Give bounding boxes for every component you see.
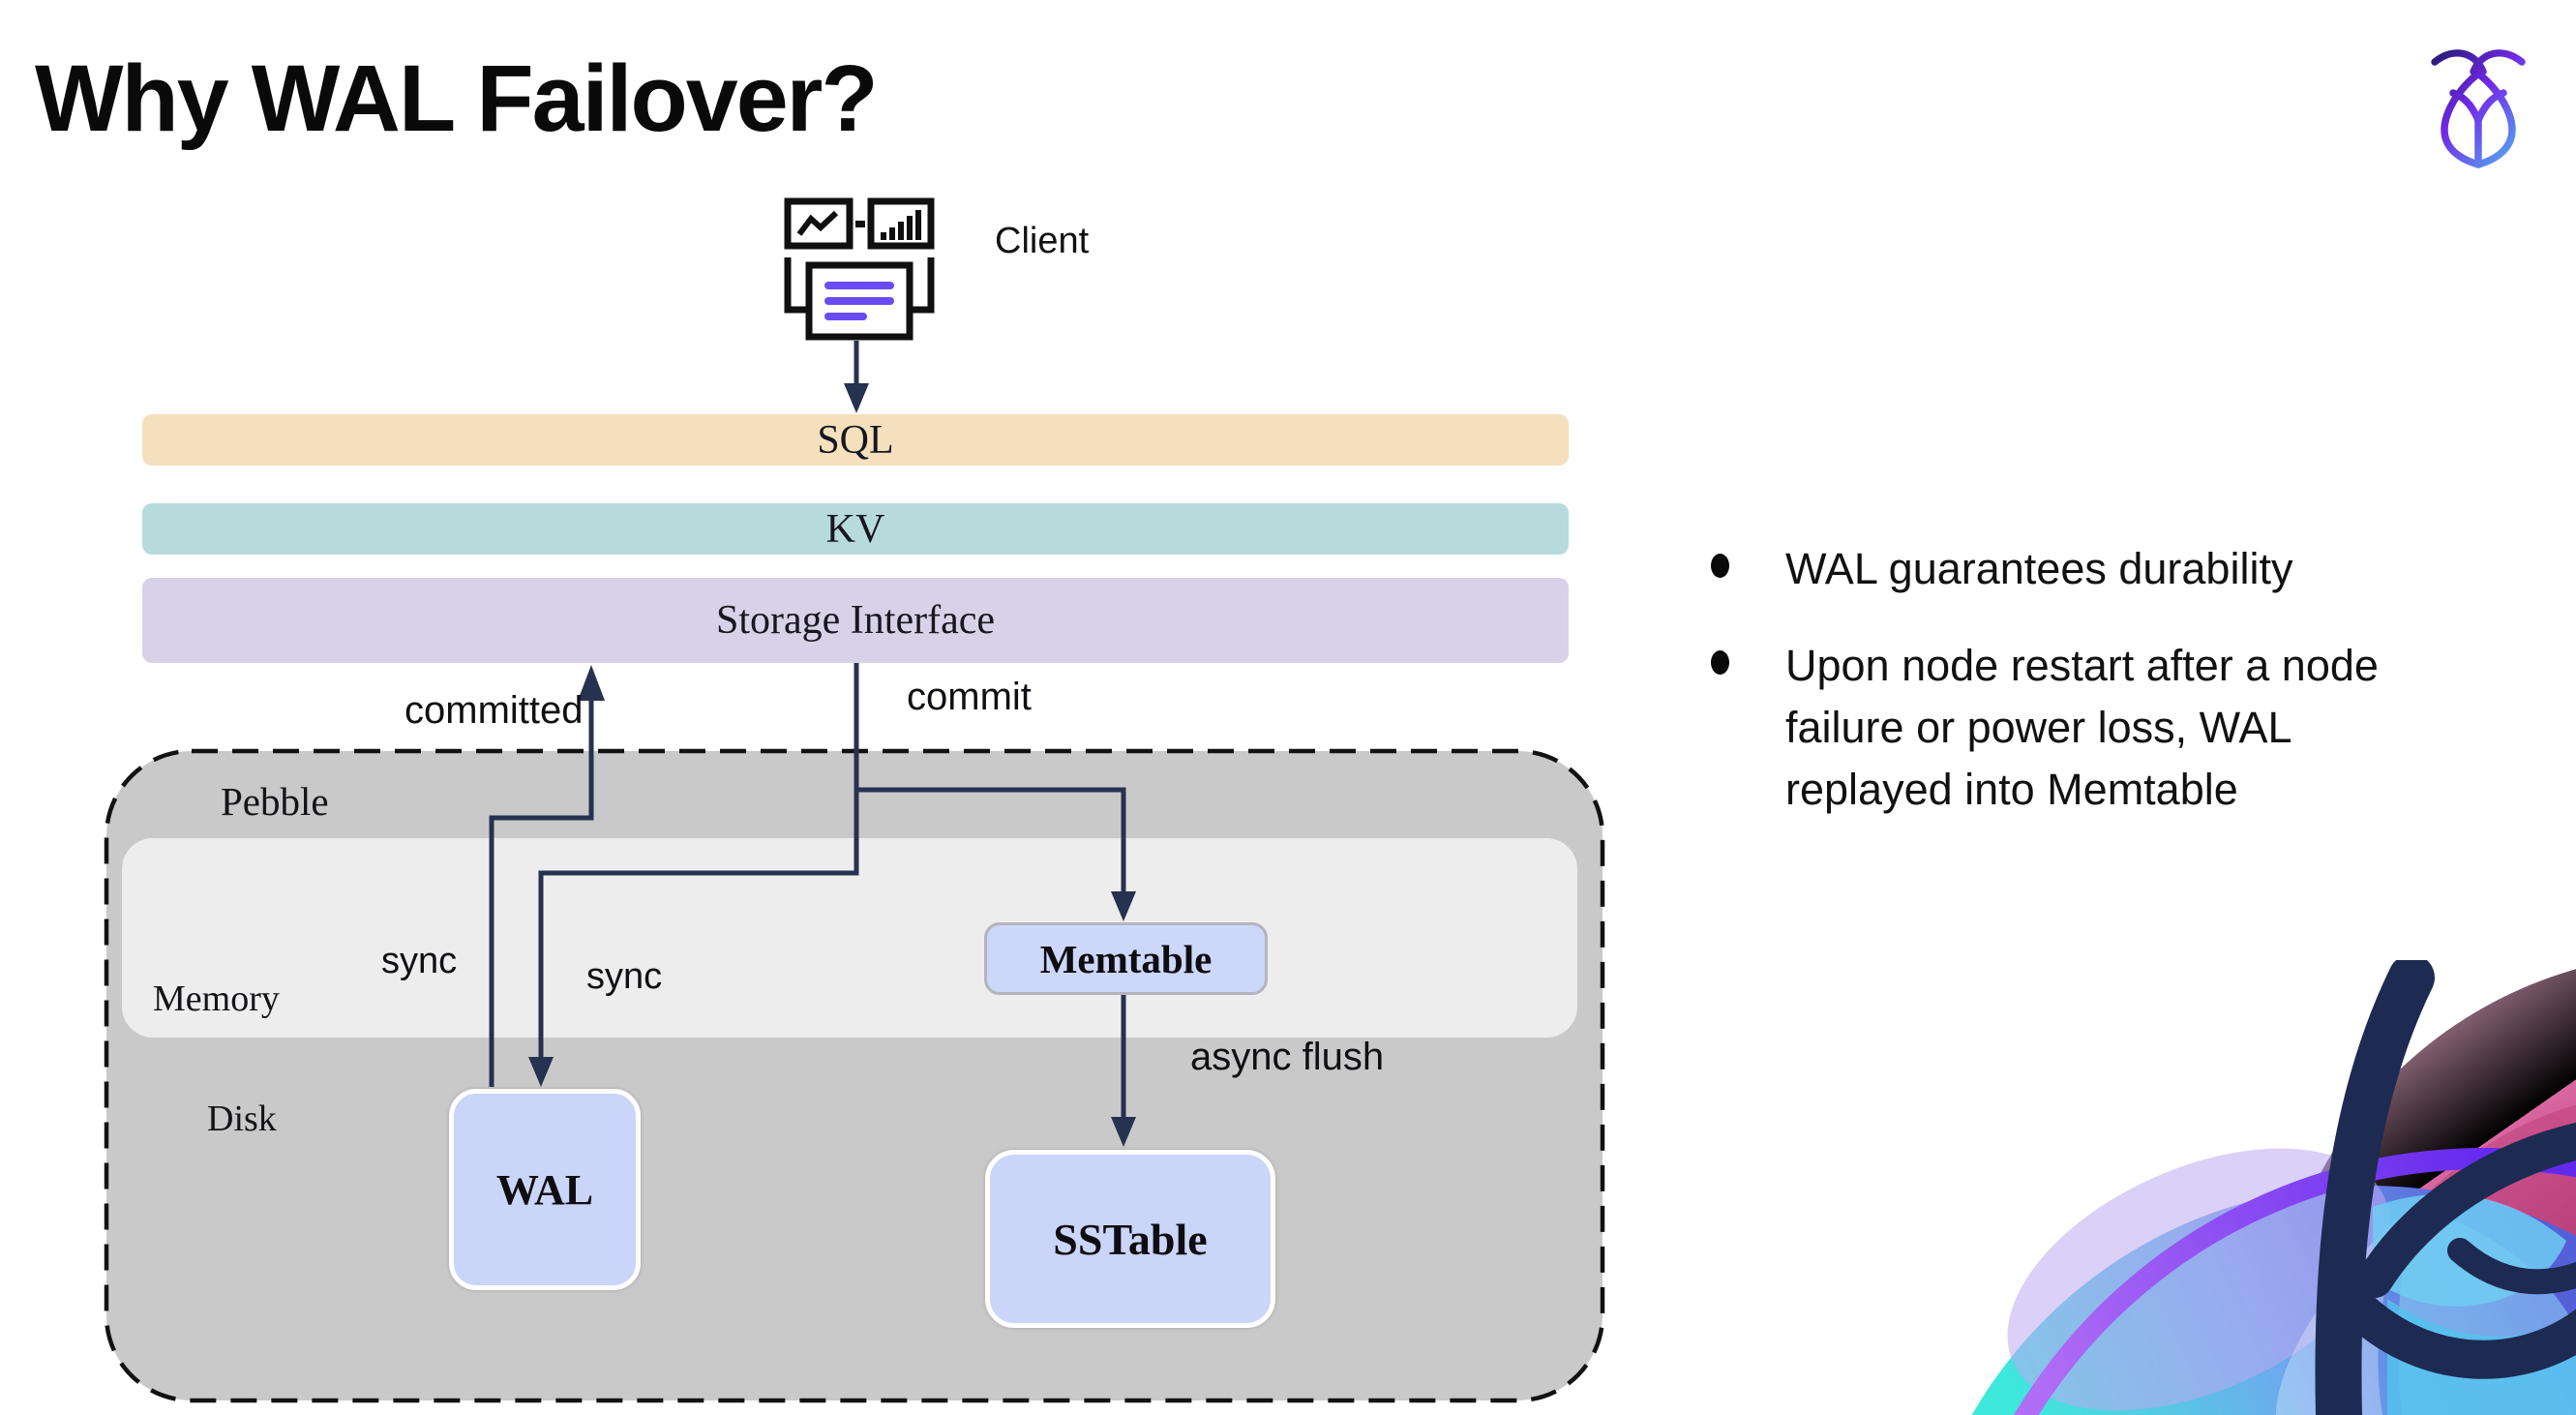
- body-left-arc: [2441, 70, 2482, 168]
- cockroachdb-logo-icon: [2431, 49, 2526, 168]
- bullet-item: WAL guarantees durability: [1711, 538, 2543, 600]
- page-title: Why WAL Failover?: [35, 45, 879, 151]
- arrow-committed: [489, 677, 594, 1087]
- kv-layer-bar: KV: [142, 503, 1569, 555]
- bullet-item: Upon node restart after a node failure o…: [1711, 635, 2543, 821]
- pebble-label: Pebble: [221, 779, 329, 824]
- memtable-node: Memtable: [984, 922, 1268, 995]
- arrow-commit-to-wal: [538, 662, 859, 1076]
- memory-label: Memory: [153, 978, 280, 1019]
- bullet-list: WAL guarantees durability Upon node rest…: [1711, 538, 2543, 856]
- bullet-text: Upon node restart after a node failure o…: [1785, 640, 2379, 814]
- edge-label-commit: commit: [907, 676, 1032, 718]
- memtable-node-label: Memtable: [1039, 936, 1213, 981]
- client-icon: [784, 197, 935, 341]
- wal-node-label: WAL: [495, 1165, 594, 1214]
- arrowhead-sync-wal: [528, 1057, 554, 1087]
- client-label: Client: [995, 221, 1090, 261]
- body-right-arc: [2474, 70, 2516, 168]
- disk-label: Disk: [207, 1099, 277, 1139]
- arrowhead-client: [844, 383, 869, 413]
- bullet-text: WAL guarantees durability: [1785, 544, 2293, 593]
- art-navy-veins: [2315, 960, 2576, 1415]
- edge-label-committed: committed: [404, 689, 584, 732]
- brand-art: [1971, 960, 2576, 1415]
- arrow-commit-to-memtable: [856, 787, 1126, 910]
- sstable-node-label: SSTable: [1053, 1214, 1208, 1264]
- bullet-dot-icon: [1711, 649, 1729, 675]
- wal-node: WAL: [449, 1089, 641, 1290]
- arrowhead-sstable: [1111, 1117, 1136, 1147]
- storage-interface-label: Storage Interface: [716, 598, 995, 643]
- edge-label-async-flush: async flush: [1190, 1036, 1385, 1078]
- sql-layer-bar: SQL: [142, 414, 1569, 466]
- sstable-node: SSTable: [985, 1150, 1275, 1328]
- art-lavender-highlight: [2007, 1148, 2390, 1411]
- line-chart-icon: [784, 197, 854, 250]
- body-branch-right: [2474, 89, 2507, 124]
- storage-interface-bar: Storage Interface: [142, 578, 1569, 663]
- antenna-right: [2470, 49, 2526, 75]
- edge-label-sync-left: sync: [381, 941, 458, 981]
- monitor-bracket-right: [910, 257, 935, 314]
- arrowhead-committed: [578, 665, 605, 701]
- antenna-left: [2431, 49, 2487, 75]
- bullet-dot-icon: [1711, 554, 1729, 578]
- memory-band: [122, 838, 1577, 1038]
- edge-label-sync-right: sync: [586, 956, 663, 997]
- kv-layer-label: KV: [825, 506, 885, 552]
- monitor-bracket-left: [784, 257, 809, 314]
- arrowhead-memtable: [1111, 891, 1136, 921]
- sql-layer-label: SQL: [817, 417, 894, 463]
